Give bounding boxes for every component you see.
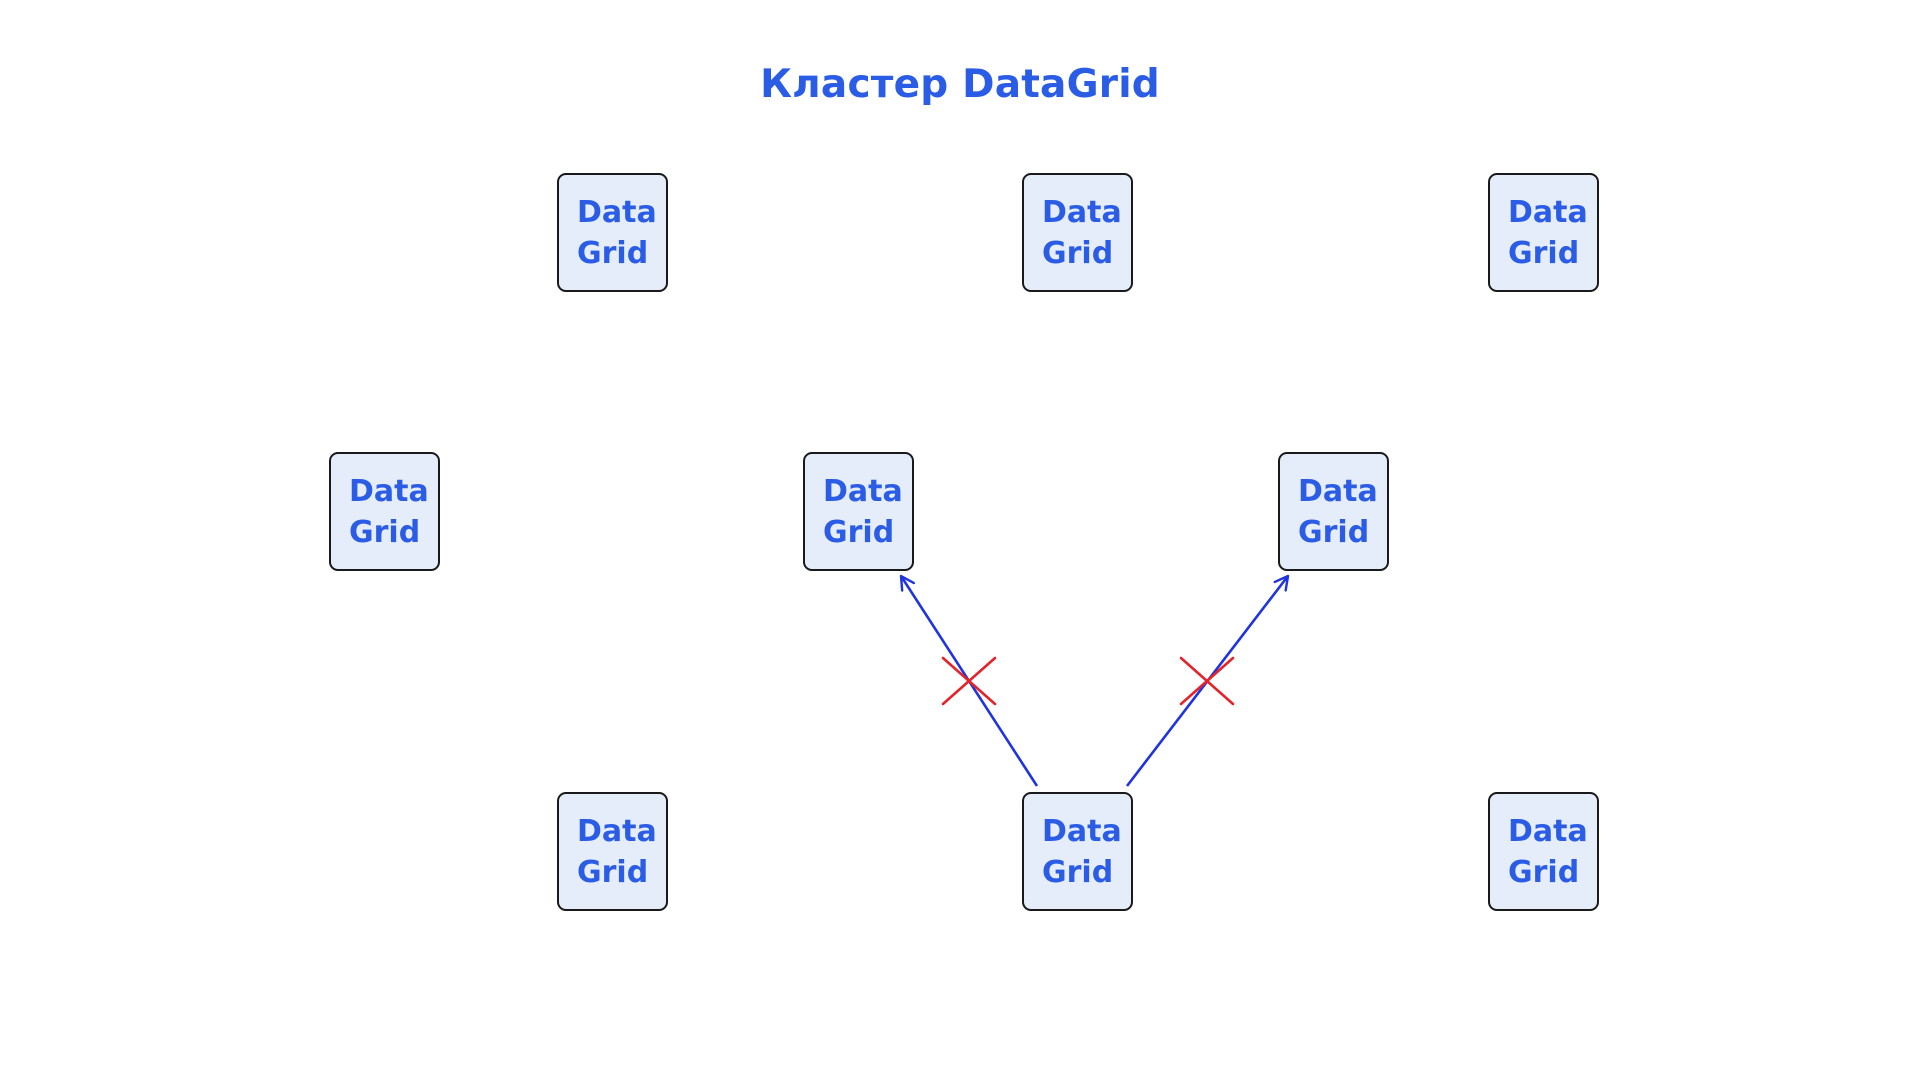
node-label-line1: Data (577, 194, 657, 230)
node-label-line2: Grid (1042, 854, 1114, 890)
broken-link-cross-left (941, 656, 997, 706)
node-label-line1: Data (577, 813, 657, 849)
node-label-line1: Data (1042, 813, 1122, 849)
broken-link-cross-right (1179, 656, 1235, 706)
data-grid-node-bottom-right: Data Grid (1488, 792, 1599, 911)
data-grid-node-middle-far-left: Data Grid (329, 452, 440, 571)
node-label-line2: Grid (1508, 854, 1580, 890)
data-grid-node-bottom-center: Data Grid (1022, 792, 1133, 911)
data-grid-node-middle-right: Data Grid (1278, 452, 1389, 571)
node-label-line1: Data (1508, 813, 1588, 849)
node-label-line1: Data (823, 473, 903, 509)
node-label-line2: Grid (577, 235, 649, 271)
node-label-line2: Grid (1298, 514, 1370, 550)
node-label-line1: Data (1042, 194, 1122, 230)
data-grid-node-middle-left: Data Grid (803, 452, 914, 571)
node-label-line2: Grid (1042, 235, 1114, 271)
data-grid-node-top-center: Data Grid (1022, 173, 1133, 292)
data-grid-node-bottom-left: Data Grid (557, 792, 668, 911)
node-label-line1: Data (349, 473, 429, 509)
node-label-line2: Grid (349, 514, 421, 550)
node-label-line1: Data (1298, 473, 1378, 509)
data-grid-node-top-right: Data Grid (1488, 173, 1599, 292)
node-label-line1: Data (1508, 194, 1588, 230)
node-label-line2: Grid (823, 514, 895, 550)
node-label-line2: Grid (577, 854, 649, 890)
diagram-title: Кластер DataGrid (760, 62, 1160, 107)
node-label-line2: Grid (1508, 235, 1580, 271)
data-grid-node-top-left: Data Grid (557, 173, 668, 292)
